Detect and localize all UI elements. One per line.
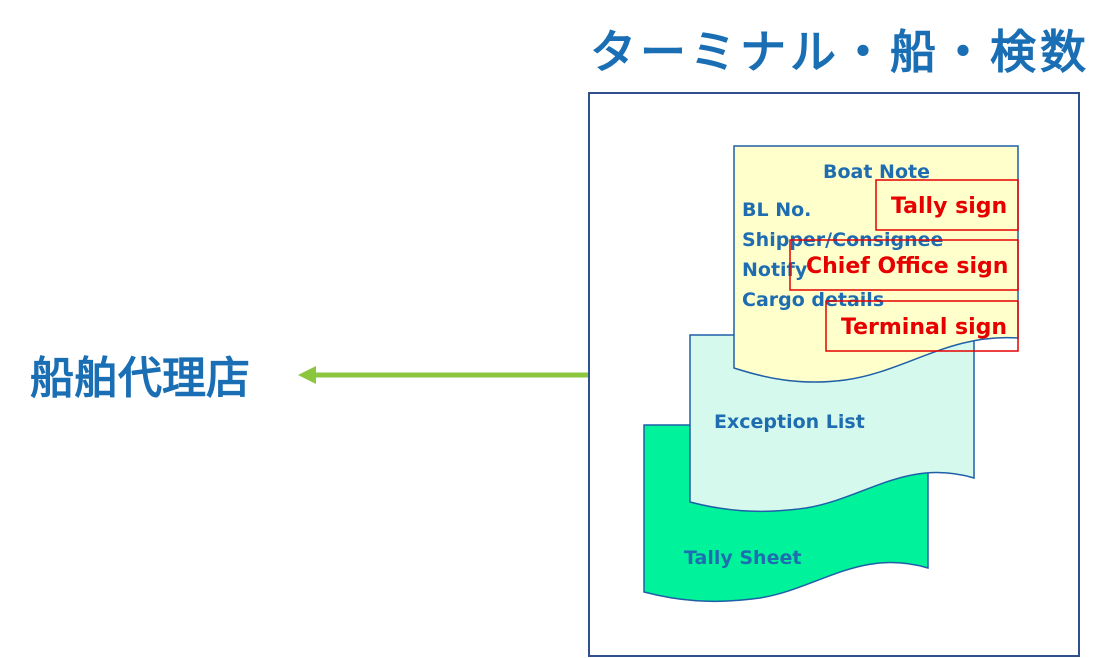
exception-list-document bbox=[689, 334, 975, 513]
boat-note-field: BL No. bbox=[742, 199, 811, 221]
exception-list-label: Exception List bbox=[714, 411, 865, 433]
tally-sheet-label: Tally Sheet bbox=[684, 547, 801, 569]
flow-arrow-head bbox=[298, 366, 316, 384]
tally-sign-box bbox=[875, 179, 1019, 231]
boat-note-document bbox=[733, 145, 1019, 383]
terminal-sign-label: Terminal sign bbox=[841, 315, 1007, 340]
page-title: ターミナル・船・検数 bbox=[590, 25, 1090, 79]
shipping-agent-label: 船舶代理店 bbox=[30, 353, 250, 404]
tally-sign-label: Tally sign bbox=[891, 194, 1007, 219]
chief-office-sign-label: Chief Office sign bbox=[806, 254, 1008, 279]
boat-note-field: Notify bbox=[742, 259, 808, 281]
boat-note-title: Boat Note bbox=[823, 161, 930, 183]
terminal-sign-box bbox=[825, 300, 1019, 352]
chief-office-sign-box bbox=[789, 239, 1019, 291]
boat-note-field: Cargo details bbox=[742, 289, 884, 311]
